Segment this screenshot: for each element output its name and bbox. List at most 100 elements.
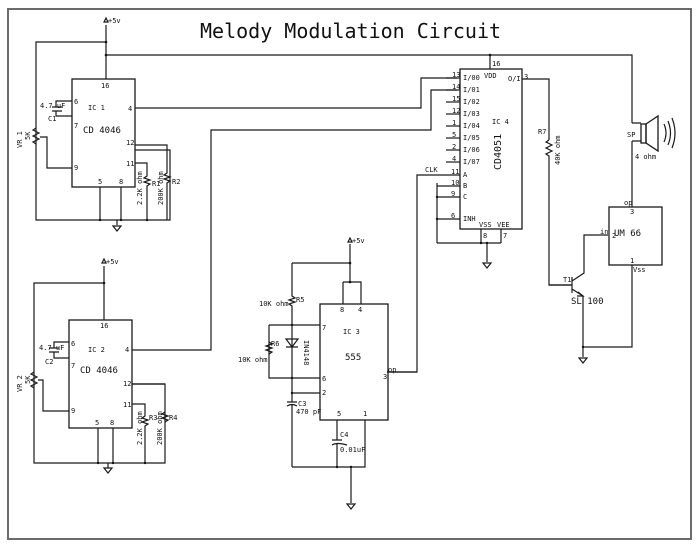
- supply-arrow-icon: [101, 257, 107, 264]
- r4-resistor: [160, 411, 170, 423]
- ic4-pin3: 3: [524, 73, 528, 81]
- um66-op-label: op: [624, 199, 632, 207]
- ic1-pin4: 4: [128, 105, 132, 113]
- ic3-pin3: 3: [383, 373, 387, 381]
- ic1-part: CD 4046: [83, 126, 121, 136]
- ic4-io-pin-label: I/02: [463, 98, 480, 106]
- r5-ref: R5: [296, 296, 304, 304]
- ic2-pin16: 16: [100, 322, 108, 330]
- ic4-control-pin-number: 11: [451, 168, 459, 176]
- ic4-part: CD4051: [493, 134, 504, 170]
- vr2-value: 5K: [24, 375, 32, 384]
- ic4-out-label: O/I: [508, 75, 521, 83]
- ic3-pin1: 1: [363, 410, 367, 418]
- r1-resistor: [135, 162, 152, 220]
- clk-wire: [387, 174, 460, 373]
- um66-pin2: 2: [612, 232, 616, 240]
- ic2-block: 16 IC 2 CD 4046 4 6 7 12 11 9 5 8 +5v 4.…: [16, 89, 457, 474]
- diode-label: IN4148: [302, 340, 310, 365]
- r1-value: 2.2K ohm: [136, 171, 144, 205]
- um66-vss-label: Vss: [633, 266, 646, 274]
- ic4-io-pin-label: I/01: [463, 86, 480, 94]
- ic1-ground-icon: [111, 225, 123, 232]
- ic4-ground-icon: [481, 262, 493, 269]
- um66-in-label: in: [600, 228, 608, 236]
- ic2-pin4: 4: [125, 346, 129, 354]
- ic2-pin9: 9: [71, 407, 75, 415]
- ic3-pin4: 4: [358, 306, 362, 314]
- diode-in4148: [284, 325, 300, 378]
- vr1-ref: VR 1: [16, 131, 24, 148]
- ic1-pin11: 11: [126, 160, 134, 168]
- ic3-out-label: op: [388, 366, 396, 374]
- ic3-label: IC 3: [343, 328, 360, 336]
- vr2-ref: VR 2: [16, 375, 24, 392]
- ic4-io-pin-number: 12: [452, 107, 460, 115]
- um66-pin3: 3: [630, 208, 634, 216]
- ic1-chip: [71, 78, 136, 188]
- vr1-potentiometer: [31, 127, 41, 145]
- supply-label: +5v: [108, 17, 121, 25]
- ic1-pin6: 6: [74, 98, 78, 106]
- sound-waves-icon: [663, 117, 676, 149]
- ic1-supply-wire: [35, 25, 633, 221]
- r6-ref: R6: [271, 340, 279, 348]
- ic2-pin7: 7: [71, 362, 75, 370]
- r2-resistor: [135, 144, 172, 220]
- ic4-vdd-label: VDD: [484, 72, 497, 80]
- ic2-to-ic4-wire: [132, 89, 457, 351]
- um66-label: UM 66: [614, 229, 641, 239]
- supply-label: +5v: [106, 258, 119, 266]
- c2-ref: C2: [45, 358, 53, 366]
- ic4-io-pin-number: 1: [452, 119, 456, 127]
- ic2-ground-icon: [102, 467, 114, 474]
- um66-pin1: 1: [630, 257, 634, 265]
- c2-value: 4.7 uF: [39, 344, 64, 352]
- speaker-icon: [640, 123, 647, 144]
- vr2-potentiometer: [29, 371, 39, 389]
- ic2-pin6: 6: [71, 340, 75, 348]
- diagram-title: Melody Modulation Circuit: [200, 19, 501, 43]
- ic4-control-pin-number: 10: [451, 179, 459, 187]
- ic1-pin12: 12: [126, 139, 134, 147]
- ic1-to-ic4-wire: [135, 77, 457, 109]
- ic2-part: CD 4046: [80, 366, 118, 376]
- r7-value: 40K ohm: [554, 135, 562, 165]
- ic2-chip: [68, 319, 133, 429]
- ic2-pin11: 11: [123, 401, 131, 409]
- ic4-control-pin-label: INH: [463, 215, 476, 223]
- c3-value: 470 pF: [296, 408, 321, 416]
- ic3-part: 555: [345, 353, 361, 363]
- ic2-pin5: 5: [95, 419, 99, 427]
- c3-ref: C3: [298, 400, 306, 408]
- ic1-label: IC 1: [88, 104, 105, 112]
- speaker-ref: SP: [627, 131, 635, 139]
- r7-resistor: [544, 139, 572, 286]
- ic4-control-pin-label: C: [463, 193, 467, 201]
- ic4-control-pin-label: B: [463, 182, 467, 190]
- ic4-pin16: 16: [492, 60, 500, 68]
- ic2-pin8: 8: [110, 419, 114, 427]
- ic4-vee-label: VEE: [497, 221, 510, 229]
- ic4-control-pin-label: A: [463, 171, 468, 179]
- speaker-value: 4 ohm: [635, 153, 656, 161]
- c1-ref: C1: [48, 115, 56, 123]
- r7-ref: R7: [538, 128, 546, 136]
- r3-value: 2.2K ohm: [136, 411, 144, 445]
- c4-value: 0.01uF: [340, 446, 365, 454]
- ic4-control-pin-number: 9: [451, 190, 455, 198]
- r4-ref: R4: [169, 414, 177, 422]
- r3-ref: R3: [149, 414, 157, 422]
- um66-chip: [608, 206, 663, 266]
- c1-capacitor: [52, 100, 72, 117]
- ic4-io-pin-number: 4: [452, 155, 456, 163]
- clk-label: CLK: [425, 166, 438, 174]
- ic3-pin2: 2: [322, 389, 326, 397]
- r2-ref: R2: [172, 178, 180, 186]
- ic1-pin5: 5: [98, 178, 102, 186]
- ic1-pin9: 9: [74, 164, 78, 172]
- ic4-io-pin-number: 13: [452, 71, 460, 79]
- ic2-label: IC 2: [88, 346, 105, 354]
